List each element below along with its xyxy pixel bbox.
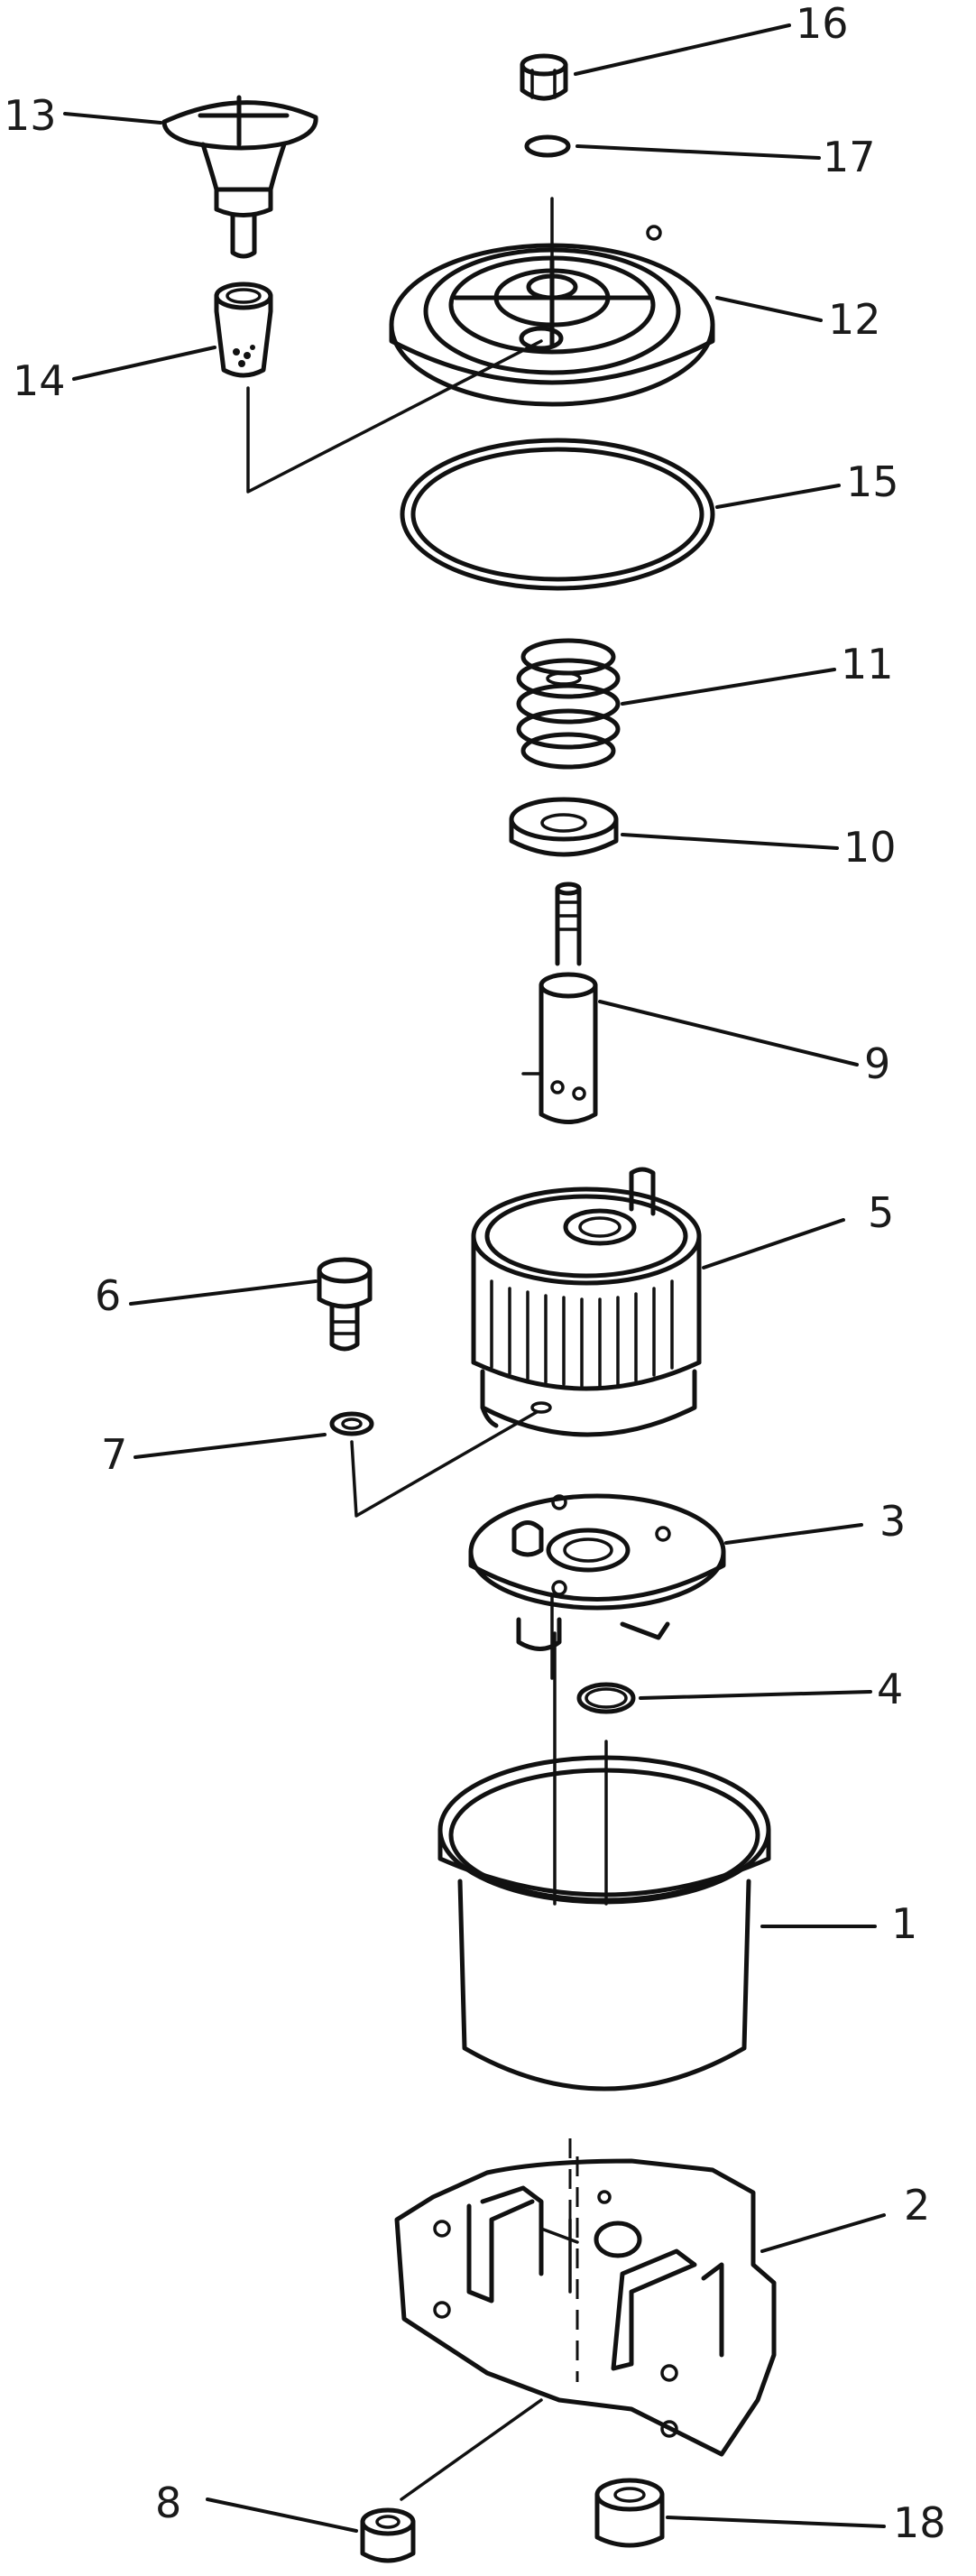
callout-10: 10: [843, 823, 897, 872]
leader-lines: [63, 23, 886, 2533]
part-14-strainer: [214, 282, 273, 378]
callout-15: 15: [846, 457, 899, 506]
part-16-cap: [520, 53, 568, 101]
part-1-bowl: [437, 1755, 771, 2091]
part-11-spring: [516, 638, 621, 770]
callout-labels: 16 17 13 12 14 15 11 10 9 5 6 7 3 4 1 2 …: [4, 0, 946, 2547]
callout-11: 11: [841, 640, 894, 688]
part-10-seat: [509, 797, 619, 857]
callout-13: 13: [4, 91, 57, 140]
callout-1: 1: [891, 1899, 917, 1948]
part-8-nut: [360, 2507, 416, 2563]
part-9-stem: [521, 882, 598, 1124]
strainer-connector-line: [246, 339, 543, 494]
part-2-bracket: [394, 2158, 777, 2457]
callout-4: 4: [877, 1665, 903, 1713]
callout-18: 18: [893, 2498, 946, 2547]
callout-7: 7: [101, 1430, 127, 1479]
part-5-filter-element: [471, 1167, 702, 1437]
callout-8: 8: [155, 2479, 181, 2527]
callout-14: 14: [13, 356, 66, 405]
washer-connector-line: [350, 1410, 539, 1518]
callout-5: 5: [868, 1188, 894, 1237]
callout-12: 12: [828, 295, 881, 344]
callout-2: 2: [904, 2181, 930, 2230]
part-17-oring: [524, 134, 571, 158]
part-13-breather: [161, 95, 318, 259]
filter-pleats: [490, 1279, 674, 1388]
part-12-cover: [389, 225, 715, 407]
callout-17: 17: [823, 133, 876, 181]
part-15-gasket: [400, 438, 715, 591]
callout-16: 16: [796, 0, 849, 48]
bracket-connector-line: [400, 2398, 543, 2501]
callout-6: 6: [95, 1271, 121, 1320]
assembly-axis-lines: [550, 197, 608, 2382]
part-4-oring: [576, 1682, 636, 1714]
part-18-nut: [594, 2478, 665, 2548]
part-7-washer: [329, 1411, 374, 1436]
callout-3: 3: [879, 1497, 906, 1546]
part-6-plug: [317, 1257, 373, 1352]
callout-9: 9: [864, 1039, 890, 1088]
part-3-head-plate: [468, 1493, 726, 1651]
